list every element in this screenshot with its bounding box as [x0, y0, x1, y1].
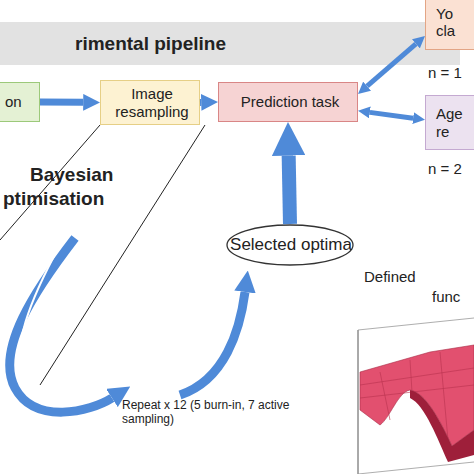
node-text: Age re [436, 105, 474, 140]
loop-arrow [10, 238, 112, 412]
pipeline-banner: rimental pipeline [0, 22, 460, 65]
optima-ellipse: Selected optima [226, 224, 354, 266]
node-text: Yo cla [436, 5, 466, 40]
sample-size: n = 1 [428, 64, 474, 82]
plot-caption: Defined [364, 268, 444, 286]
surface-plot [358, 318, 474, 474]
loop-note: Repeat x 12 (5 burn-in, 7 active samplin… [122, 398, 292, 427]
sample-size: n = 2 [428, 160, 474, 178]
flow-arrow [370, 112, 413, 118]
node-text: rimental pipeline [75, 33, 226, 55]
node-text: Image resampling [106, 85, 198, 120]
section-heading: Bayesian [30, 164, 150, 187]
flow-arrow [367, 44, 416, 86]
process-box: Prediction task [218, 82, 358, 122]
flow-arrow [289, 156, 290, 224]
task-box: Age re [425, 95, 474, 150]
loop-highlight [20, 245, 60, 378]
flow-arrow [40, 99, 83, 106]
section-heading: ptimisation [3, 188, 143, 211]
flow-arrow [200, 99, 201, 106]
node-text: Prediction task [241, 93, 339, 110]
node-text: on [5, 93, 22, 110]
curved-arrow [180, 292, 245, 395]
process-box: Image resampling [100, 80, 200, 125]
process-box: on [0, 82, 40, 122]
task-box: Yo cla [425, 0, 474, 50]
plot-caption: func [432, 288, 474, 306]
node-text: Selected optima [230, 235, 352, 255]
